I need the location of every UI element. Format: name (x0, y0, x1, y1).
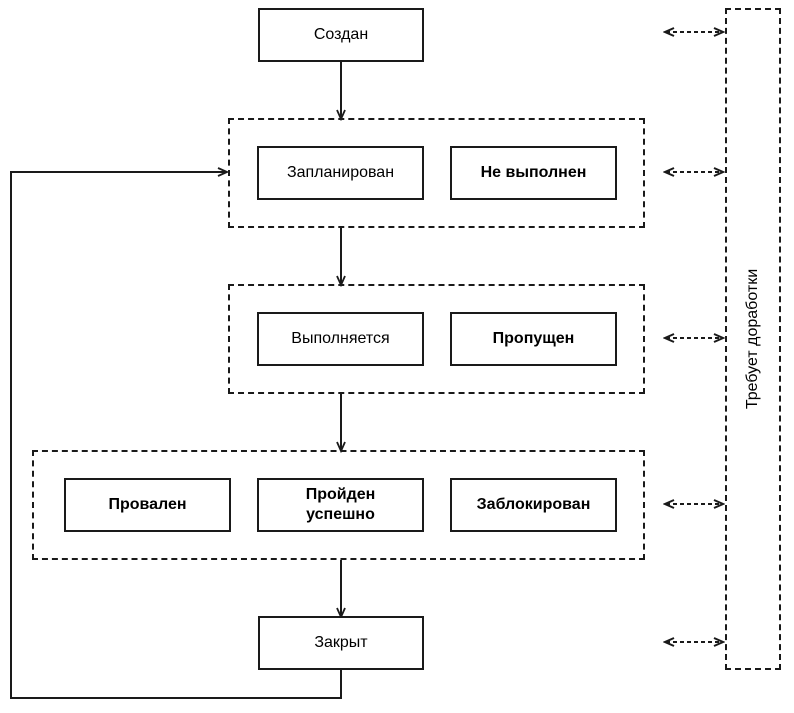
node-skipped[interactable]: Пропущен (450, 312, 617, 366)
node-created[interactable]: Создан (258, 8, 424, 62)
node-blocked[interactable]: Заблокирован (450, 478, 617, 532)
node-passed[interactable]: Пройден успешно (257, 478, 424, 532)
node-planned-label: Запланирован (286, 164, 395, 181)
rework-container[interactable]: Требует доработки (725, 8, 781, 670)
rework-label: Требует доработки (744, 268, 761, 410)
node-skipped-label: Пропущен (492, 330, 575, 347)
node-failed-label: Провален (108, 496, 187, 513)
node-not-done-label: Не выполнен (480, 164, 587, 181)
node-not-done[interactable]: Не выполнен (450, 146, 617, 200)
node-failed[interactable]: Провален (64, 478, 231, 532)
node-blocked-label: Заблокирован (476, 496, 591, 513)
node-closed[interactable]: Закрыт (258, 616, 424, 670)
node-planned[interactable]: Запланирован (257, 146, 424, 200)
node-passed-label: Пройден успешно (305, 486, 376, 523)
node-in-progress-label: Выполняется (291, 330, 390, 347)
node-created-label: Создан (313, 26, 369, 43)
rework-arrow-group (666, 32, 722, 642)
node-closed-label: Закрыт (314, 634, 368, 651)
node-in-progress[interactable]: Выполняется (257, 312, 424, 366)
